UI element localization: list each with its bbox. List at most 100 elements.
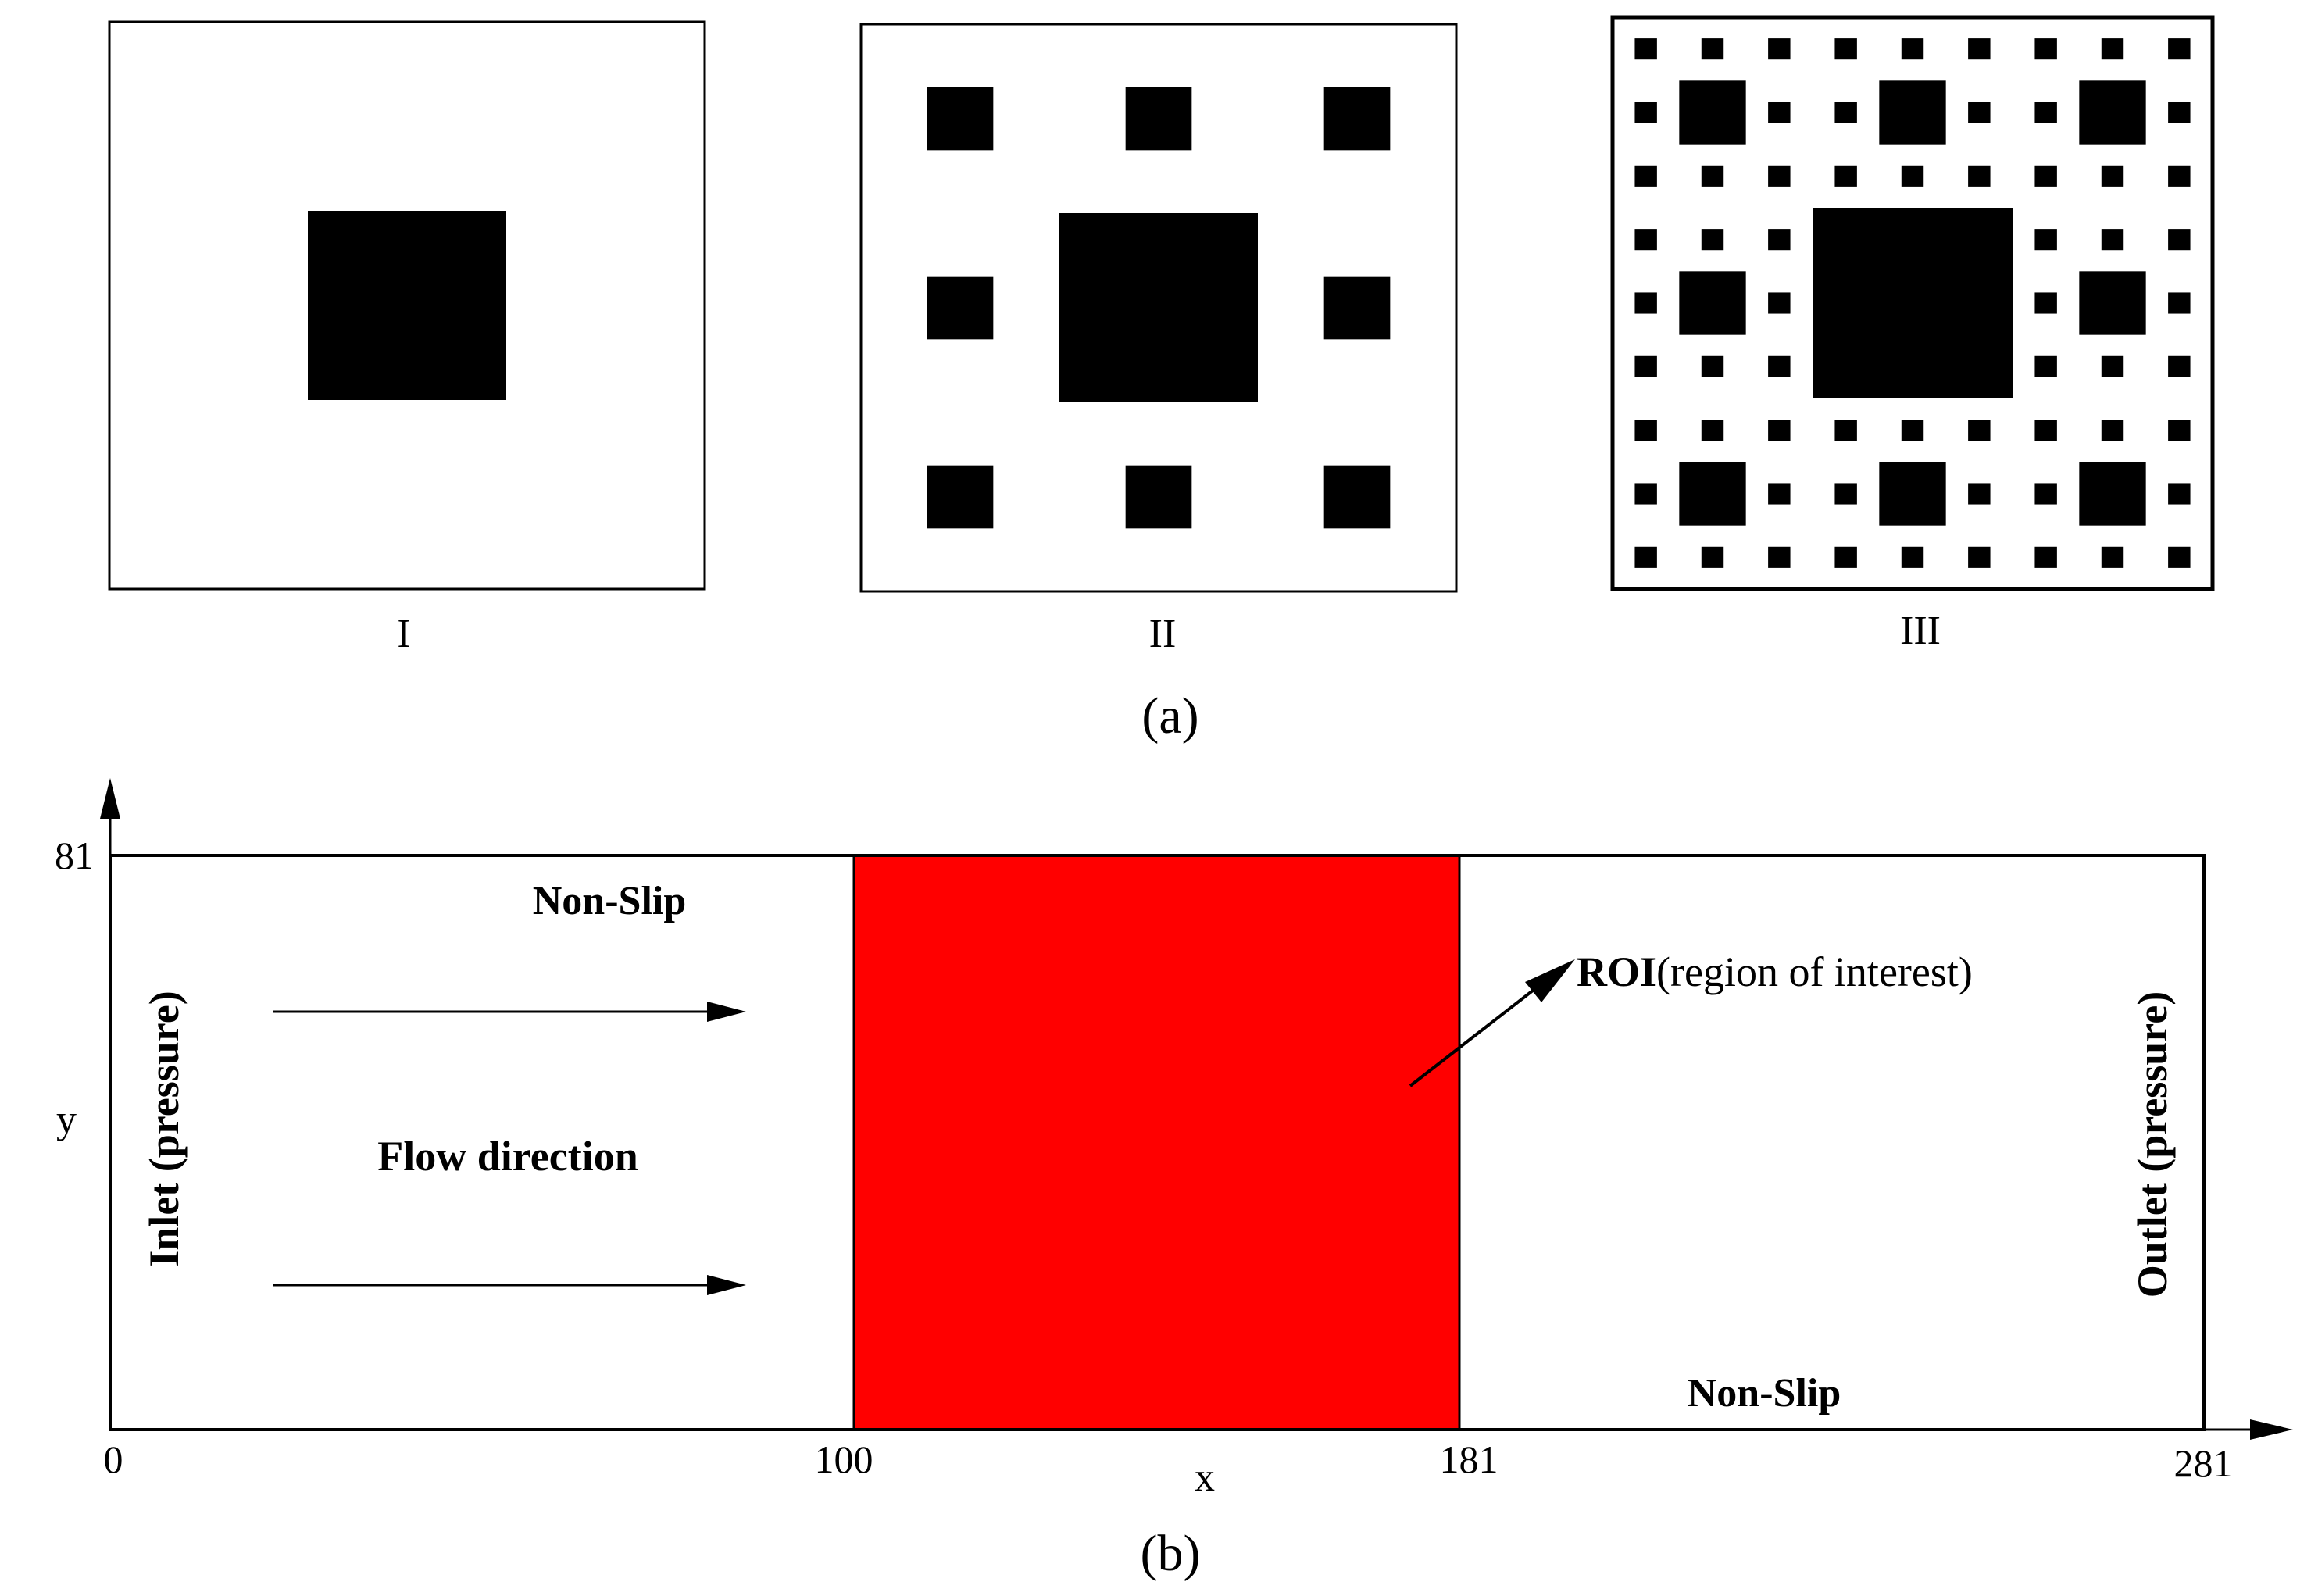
x-axis-label: x <box>1195 1455 1215 1500</box>
carpet-hole <box>2079 80 2146 145</box>
roi-annotation: ROI(region of interest) <box>1577 948 1973 995</box>
carpet-hole <box>1834 420 1857 441</box>
carpet-hole <box>1323 276 1391 340</box>
carpet-hole <box>1768 229 1791 251</box>
carpet-hole <box>2034 165 2057 187</box>
stage-1-holes <box>308 211 506 400</box>
carpet-hole <box>2034 483 2057 505</box>
carpet-hole <box>1701 546 1724 568</box>
carpet-hole <box>308 211 506 400</box>
carpet-hole <box>2034 355 2057 377</box>
carpet-hole <box>2168 165 2191 187</box>
carpet-hole <box>2034 229 2057 251</box>
carpet-hole <box>2034 38 2057 60</box>
flow-direction-label: Flow direction <box>377 1133 638 1180</box>
carpet-hole <box>2034 292 2057 314</box>
carpet-hole <box>1768 483 1791 505</box>
carpet-hole <box>1701 420 1724 441</box>
roi-region <box>852 854 1461 1431</box>
carpet-hole <box>2168 38 2191 60</box>
x-tick-181: 181 <box>1440 1437 1498 1481</box>
carpet-hole <box>2168 355 2191 377</box>
carpet-hole <box>1634 483 1657 505</box>
carpet-hole <box>2168 546 2191 568</box>
y-axis-label: y <box>56 1098 77 1142</box>
carpet-hole <box>2034 546 2057 568</box>
carpet-hole <box>1901 420 1924 441</box>
carpet-hole <box>1879 80 1946 145</box>
stage-3-holes <box>1634 38 2191 568</box>
x-axis-arrowhead <box>2250 1419 2293 1440</box>
carpet-hole <box>1768 165 1791 187</box>
carpet-hole <box>1634 165 1657 187</box>
panel-a: I II III (a) <box>108 15 2215 744</box>
carpet-hole <box>1634 102 1657 123</box>
carpet-hole <box>1968 483 1991 505</box>
carpet-hole <box>1834 546 1857 568</box>
panel-b: Non-Slip Non-Slip Flow direction Inlet (… <box>55 778 2293 1582</box>
carpet-hole <box>2101 355 2124 377</box>
carpet-hole <box>1634 38 1657 60</box>
carpet-hole <box>2034 102 2057 123</box>
roi-annotation-rest: (region of interest) <box>1656 948 1973 995</box>
stage-1-label: I <box>397 612 410 656</box>
stage-1-carpet <box>108 20 706 591</box>
roi-pointer-arrowhead <box>1525 959 1575 1002</box>
roi-annotation-bold: ROI <box>1577 948 1656 995</box>
carpet-hole <box>1634 420 1657 441</box>
carpet-hole <box>1701 355 1724 377</box>
carpet-hole <box>2079 462 2146 526</box>
carpet-hole <box>1768 38 1791 60</box>
carpet-hole <box>1968 102 1991 123</box>
carpet-hole <box>927 465 994 529</box>
x-tick-281: 281 <box>2174 1441 2233 1485</box>
carpet-hole <box>1634 292 1657 314</box>
carpet-hole <box>1968 420 1991 441</box>
carpet-hole <box>1968 38 1991 60</box>
carpet-hole <box>1679 80 1746 145</box>
carpet-hole <box>1834 102 1857 123</box>
carpet-hole <box>1323 465 1391 529</box>
carpet-hole <box>2168 483 2191 505</box>
stage-2-label: II <box>1149 612 1177 656</box>
carpet-hole <box>1679 462 1746 526</box>
stage-3-carpet <box>1610 15 2215 591</box>
stage-3-label: III <box>1900 609 1941 653</box>
carpet-hole <box>1768 546 1791 568</box>
flow-arrow-top-head <box>707 1002 746 1022</box>
carpet-hole <box>1768 420 1791 441</box>
bottom-wall-label: Non-Slip <box>1688 1371 1841 1416</box>
carpet-hole <box>1125 465 1192 529</box>
outlet-label: Outlet (pressure) <box>2129 991 2176 1298</box>
carpet-hole <box>1901 165 1924 187</box>
x-tick-0: 0 <box>104 1437 123 1481</box>
inlet-label: Inlet (pressure) <box>141 991 188 1266</box>
carpet-hole <box>2168 292 2191 314</box>
panel-a-caption: (a) <box>1141 687 1198 744</box>
x-tick-100: 100 <box>815 1437 873 1481</box>
carpet-hole <box>2168 229 2191 251</box>
y-axis-arrowhead <box>100 778 120 819</box>
carpet-hole <box>1125 87 1192 151</box>
stage-2-carpet <box>859 23 1458 593</box>
carpet-hole <box>1768 355 1791 377</box>
carpet-hole <box>2101 420 2124 441</box>
y-tick-81: 81 <box>55 834 94 877</box>
carpet-hole <box>2101 546 2124 568</box>
channel-outline <box>109 854 2206 1431</box>
carpet-hole <box>927 276 994 340</box>
carpet-hole <box>1059 213 1258 402</box>
carpet-hole <box>1968 546 1991 568</box>
carpet-hole <box>1768 102 1791 123</box>
carpet-hole <box>1879 462 1946 526</box>
carpet-hole <box>1968 165 1991 187</box>
carpet-hole <box>1634 355 1657 377</box>
carpet-hole <box>2079 271 2146 335</box>
carpet-hole <box>1901 38 1924 60</box>
carpet-hole <box>2101 229 2124 251</box>
carpet-hole <box>1834 483 1857 505</box>
carpet-hole <box>1834 38 1857 60</box>
flow-arrow-bottom-head <box>707 1275 746 1295</box>
carpet-hole <box>1834 165 1857 187</box>
